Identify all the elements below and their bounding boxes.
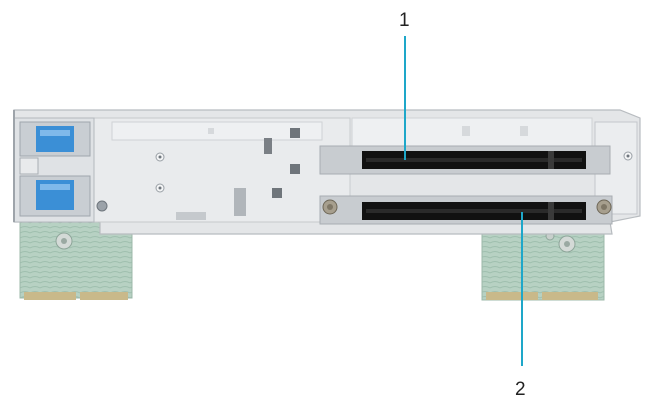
io-panel	[13, 110, 108, 223]
callout-label-1: 1	[399, 10, 410, 31]
pcie-slot-2	[319, 195, 613, 225]
callout-label-2: 2	[515, 379, 526, 400]
pcie-slot-1	[319, 145, 611, 175]
usb-port-upper	[36, 126, 74, 152]
